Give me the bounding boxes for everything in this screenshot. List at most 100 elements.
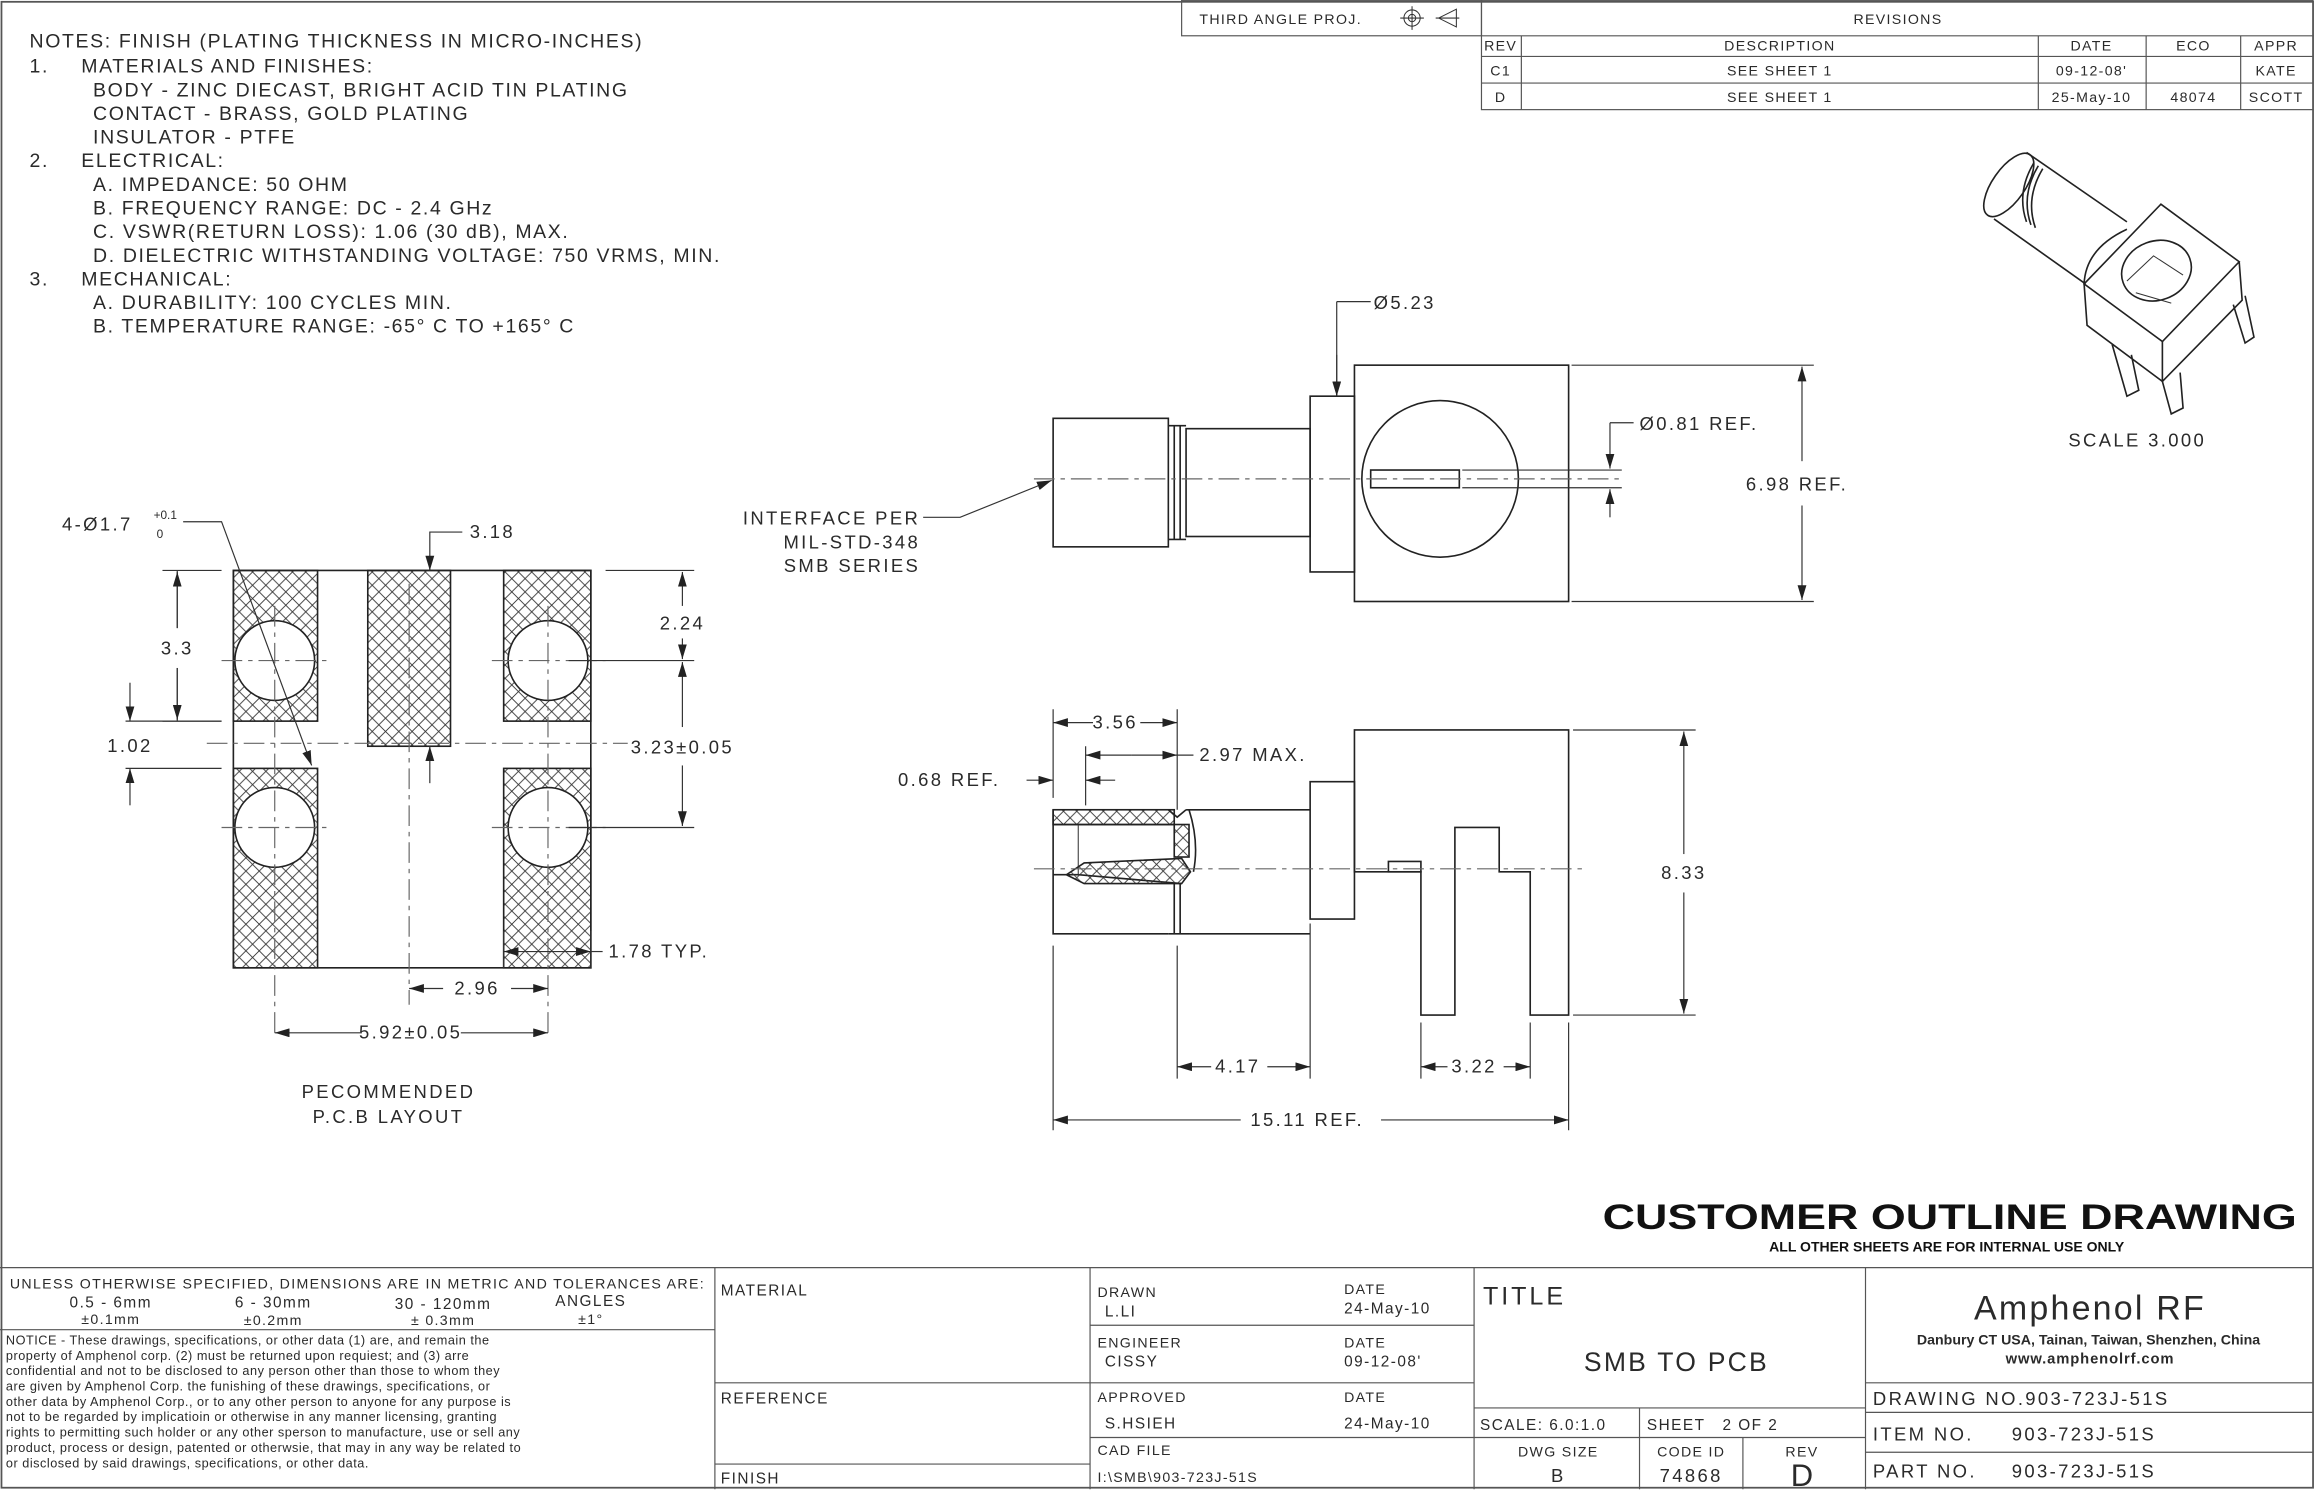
hole-tol-plus: +0.1 xyxy=(154,508,177,522)
desc-cell: SEE SHEET 1 xyxy=(1727,90,1833,106)
dim-top: 2.24 xyxy=(660,613,705,634)
tolerance-value: ±0.1mm xyxy=(81,1312,140,1328)
engineer-name: CISSY xyxy=(1105,1354,1158,1371)
notice-line: confidential and not to be disclosed to … xyxy=(6,1364,500,1378)
company-url: www.amphenolrf.com xyxy=(2005,1352,2175,1368)
finish-label: FINISH xyxy=(721,1470,780,1487)
note-item: A. DURABILITY: 100 CYCLES MIN. xyxy=(93,292,453,314)
tolerance-range: 30 - 120mm xyxy=(395,1296,492,1313)
tolerance-value: ± 0.3mm xyxy=(411,1313,475,1329)
notice-line: are given by Amphenol Corp. the funishin… xyxy=(6,1380,491,1394)
title-label: TITLE xyxy=(1483,1283,1566,1311)
reference-label: REFERENCE xyxy=(721,1391,829,1408)
hole-callout: 4-Ø1.7 xyxy=(62,514,133,535)
dim-d: 4.17 xyxy=(1215,1056,1260,1077)
dim-pitch-x: 5.92±0.05 xyxy=(359,1022,462,1043)
front-view: Ø5.23 Ø0.81 REF. 6.98 REF. INTERFACE PER… xyxy=(743,292,1846,603)
note-item: CONTACT - BRASS, GOLD PLATING xyxy=(93,103,469,125)
dim-a: 3.56 xyxy=(1092,712,1137,733)
rev-cell: D xyxy=(1495,90,1507,106)
tolerance-value: ±0.2mm xyxy=(244,1313,303,1329)
appr-cell: KATE xyxy=(2255,64,2296,80)
engineer-label: ENGINEER xyxy=(1097,1335,1182,1351)
notice-text: NOTICE - These drawings, specifications,… xyxy=(6,1333,521,1470)
iso-scale-label: SCALE 3.000 xyxy=(2068,429,2206,450)
revisions-title: REVISIONS xyxy=(1853,12,1942,28)
notice-line: not to be regarded by implicatioin or ot… xyxy=(6,1410,497,1424)
pcb-caption: P.C.B LAYOUT xyxy=(313,1106,465,1127)
dim-b: 2.97 MAX. xyxy=(1199,744,1306,765)
material-label: MATERIAL xyxy=(721,1283,809,1300)
notice-line: other data by Amphenol Corp., or to any … xyxy=(6,1395,511,1409)
projection-label: THIRD ANGLE PROJ. xyxy=(1199,12,1362,28)
table-row: C1 SEE SHEET 1 09-12-08' KATE xyxy=(1490,64,2296,80)
note-num: 3. xyxy=(30,268,50,290)
part-no-label: PART NO. xyxy=(1873,1460,1977,1481)
dwg-size: B xyxy=(1551,1465,1566,1486)
date-label: DATE xyxy=(1344,1390,1386,1406)
note-title: ELECTRICAL: xyxy=(81,150,224,172)
tolerance-range: 0.5 - 6mm xyxy=(70,1295,152,1312)
notes-block: NOTES: FINISH (PLATING THICKNESS IN MICR… xyxy=(30,31,720,338)
drawn-by: L.LI xyxy=(1105,1303,1137,1320)
tolerance-range: 6 - 30mm xyxy=(235,1295,312,1312)
dim-legs: 3.22 xyxy=(1451,1056,1496,1077)
date-label: DATE xyxy=(1344,1335,1386,1351)
drawing-number: DRAWING NO.903-723J-51S xyxy=(1873,1388,2170,1409)
notice-line: rights to permitting such holder or any … xyxy=(6,1426,520,1440)
dim-pin: Ø0.81 REF. xyxy=(1640,413,1759,434)
third-angle-symbol-icon xyxy=(1400,6,1460,30)
rev-cell: C1 xyxy=(1490,64,1511,80)
desc-cell: SEE SHEET 1 xyxy=(1727,64,1833,80)
note-item: BODY - ZINC DIECAST, BRIGHT ACID TIN PLA… xyxy=(93,79,629,101)
dim-half: 2.96 xyxy=(454,977,499,998)
dim-c: 0.68 REF. xyxy=(898,769,1000,790)
banner-subtitle: ALL OTHER SHEETS ARE FOR INTERNAL USE ON… xyxy=(1769,1238,2125,1254)
drawn-label: DRAWN xyxy=(1097,1285,1157,1301)
interface-note: INTERFACE PER xyxy=(743,508,920,529)
engineer-date: 09-12-08' xyxy=(1344,1354,1422,1371)
approved-label: APPROVED xyxy=(1097,1390,1186,1406)
part-no: 903-723J-51S xyxy=(2012,1460,2156,1481)
dim-pitch-y: 3.23±0.05 xyxy=(631,737,734,758)
dwg-size-label: DWG SIZE xyxy=(1518,1445,1599,1461)
note-item: C. VSWR(RETURN LOSS): 1.06 (30 dB), MAX. xyxy=(93,221,569,243)
code-id: 74868 xyxy=(1660,1465,1723,1486)
pcb-layout-view: 4-Ø1.7 +0.1 0 3.18 3.3 1.02 2.24 3.23±0.… xyxy=(62,508,734,1127)
note-num: 2. xyxy=(30,150,50,172)
rev-value: D xyxy=(1791,1458,1813,1491)
code-id-label: CODE ID xyxy=(1657,1445,1725,1461)
desc-col-header: DESCRIPTION xyxy=(1724,39,1835,55)
pcb-caption: PECOMMENDED xyxy=(302,1081,476,1102)
table-row: D SEE SHEET 1 25-May-10 48074 SCOTT xyxy=(1495,90,2302,106)
isometric-view: SCALE 3.000 xyxy=(1982,151,2255,450)
note-num: 1. xyxy=(30,56,50,78)
eco-col-header: ECO xyxy=(2176,39,2211,55)
note-item: B. FREQUENCY RANGE: DC - 2.4 GHz xyxy=(93,198,493,220)
date-col-header: DATE xyxy=(2070,39,2112,55)
banner-title: CUSTOMER OUTLINE DRAWING xyxy=(1603,1197,2297,1237)
note-item: INSULATOR - PTFE xyxy=(93,127,296,149)
drawing-title: SMB TO PCB xyxy=(1584,1347,1769,1377)
date-label: DATE xyxy=(1344,1282,1386,1298)
approved-date: 24-May-10 xyxy=(1344,1416,1431,1433)
title-block: UNLESS OTHERWISE SPECIFIED, DIMENSIONS A… xyxy=(0,1267,2314,1491)
dim-slot: 3.18 xyxy=(470,521,515,542)
eco-cell: 48074 xyxy=(2170,90,2216,106)
dim-gap: 1.02 xyxy=(107,735,152,756)
notice-line: or disclosed by said drawings, specifica… xyxy=(6,1456,369,1470)
rev-col-header: REV xyxy=(1484,39,1517,55)
note-item: B. TEMPERATURE RANGE: -65° C TO +165° C xyxy=(93,316,575,338)
rev-label: REV xyxy=(1785,1445,1818,1461)
sheet: SHEET 2 OF 2 xyxy=(1647,1417,1778,1434)
projection-box: THIRD ANGLE PROJ. xyxy=(1181,0,1483,37)
company-name: Amphenol RF xyxy=(1974,1289,2206,1327)
drawn-date: 24-May-10 xyxy=(1344,1300,1431,1317)
dim-height: 8.33 xyxy=(1661,862,1706,883)
cad-file-label: CAD FILE xyxy=(1097,1443,1171,1459)
item-no: 903-723J-51S xyxy=(2012,1423,2156,1444)
interface-note: SMB SERIES xyxy=(784,555,920,576)
cad-file: I:\SMB\903-723J-51S xyxy=(1097,1470,1258,1486)
notes-header: NOTES: FINISH (PLATING THICKNESS IN MICR… xyxy=(30,31,644,53)
